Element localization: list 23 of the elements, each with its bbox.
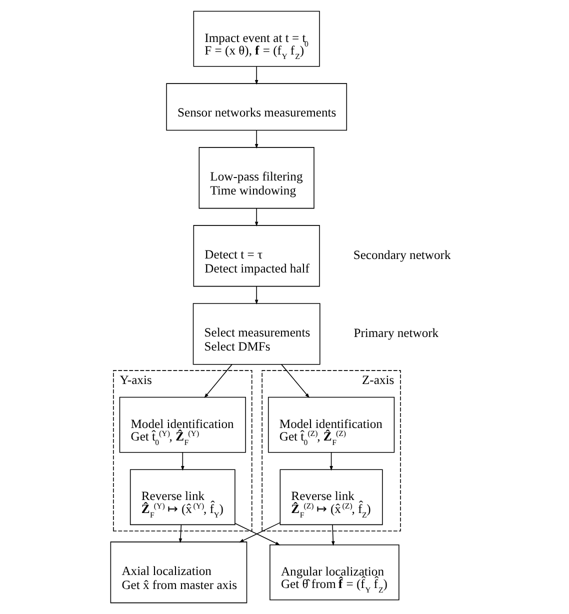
node-box: Angular localization Get θ̂ from f̂ = (f̂$_{Y}$ f̂$_{Z}$): [270, 544, 400, 600]
arrow: [239, 522, 280, 542]
arrow: [332, 524, 335, 546]
arrow: [254, 286, 258, 304]
node-box: Reverse link Ẑ$_{F}$$^{(Z)}$ ↦ (x̂$^{(Z)}$, f̂$_{Z}$): [280, 469, 383, 526]
node-box: Detect t = τ Detect impacted half: [193, 225, 320, 287]
node-box: Axial localization Get x̂ from master axis: [110, 542, 248, 604]
arrow: [254, 130, 258, 149]
arrow: [330, 452, 333, 471]
arrow: [234, 523, 280, 546]
arrow: [254, 208, 258, 226]
arrow: [178, 524, 182, 544]
node-label: Primary network: [354, 326, 439, 340]
node-box: Select measurements Select DMFs: [192, 303, 320, 365]
node-box: Low-pass filtering Time windowing: [198, 147, 314, 209]
arrow: [181, 452, 184, 471]
arrow: [281, 364, 310, 398]
arrow: [254, 66, 258, 85]
node-box: Sensor networks measurements: [166, 83, 348, 131]
arrow: [204, 364, 232, 398]
node-box: Impact event at t = t$_{0}$ F = (x θ), f = (f$_{Y}$ f$_{Z}$): [193, 10, 320, 67]
node-box: Reverse link Ẑ$_{F}$$^{(Y)}$ ↦ (x̂$^{(Y)}$, f̂$_{Y}$): [130, 469, 236, 526]
node-label: Secondary network: [353, 248, 451, 262]
